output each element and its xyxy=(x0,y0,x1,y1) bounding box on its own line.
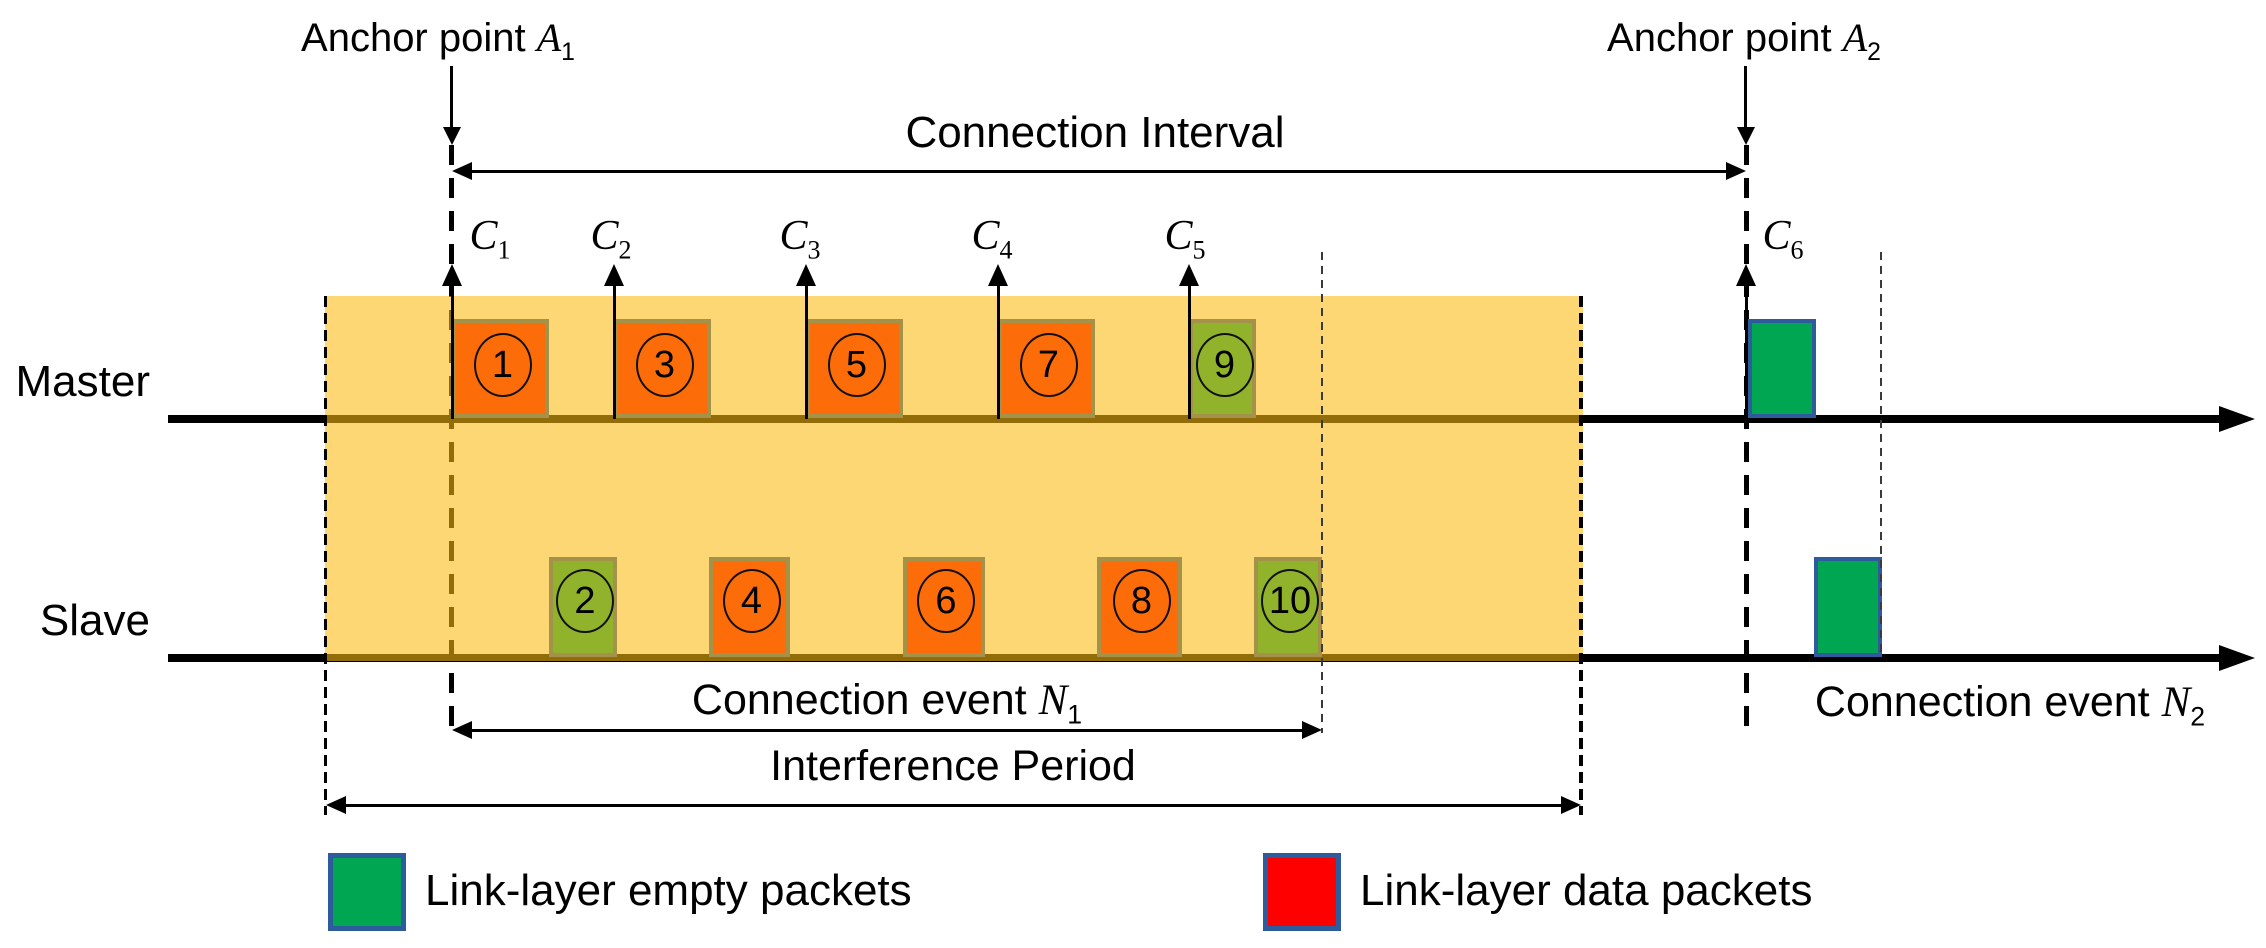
anchor-point-1-label: Anchor point A1 xyxy=(301,15,575,66)
connection-event-1-left-arrowhead xyxy=(452,721,472,739)
connection-event-2-var: N xyxy=(2161,679,2191,726)
c5-label: C5 xyxy=(1164,213,1206,265)
c5-arrow-line xyxy=(1188,284,1191,419)
interference-left-dotted-line xyxy=(324,296,327,815)
legend-data-packet-swatch xyxy=(1263,853,1341,931)
packet-9-number: 9 xyxy=(1195,333,1254,397)
interference-period-arrow-line xyxy=(340,804,1567,807)
c5-arrowhead xyxy=(1179,264,1199,286)
c1-arrow-line xyxy=(451,284,454,419)
anchor-point-1-text: Anchor point xyxy=(301,16,526,60)
connection-event-1-right-arrowhead xyxy=(1302,721,1322,739)
c1-arrowhead xyxy=(442,264,462,286)
connection-event-1-text: Connection event xyxy=(691,676,1027,724)
c4-label: C4 xyxy=(971,213,1013,265)
connection-event-1-label: Connection event N1 xyxy=(691,676,1083,730)
connection-interval-right-arrowhead xyxy=(1726,162,1746,180)
c4-arrowhead xyxy=(988,264,1008,286)
anchor1-down-arrowhead xyxy=(443,127,461,145)
packet-7-number: 7 xyxy=(1019,333,1078,397)
master-timeline-arrowhead xyxy=(2219,406,2255,432)
master-row-label: Master xyxy=(15,357,150,406)
packet-1-number: 1 xyxy=(473,333,532,397)
anchor2-down-arrowhead xyxy=(1737,127,1755,145)
connection-event-2-label: Connection event N2 xyxy=(1814,678,2206,732)
packet-6-number: 6 xyxy=(917,569,975,633)
c3-arrowhead xyxy=(796,264,816,286)
anchor-point-1-var: A xyxy=(536,15,562,60)
c1-label: C1 xyxy=(469,213,511,265)
anchor-point-2-label: Anchor point A2 xyxy=(1607,15,1881,66)
interference-period-label: Interference Period xyxy=(770,742,1136,790)
event2-end-dashed-line xyxy=(1880,252,1882,658)
c6-arrowhead xyxy=(1736,264,1756,286)
slave-timeline-arrowhead xyxy=(2219,645,2255,671)
connection-event-1-arrow-line xyxy=(466,729,1308,732)
legend-empty-packet-label: Link-layer empty packets xyxy=(425,866,912,915)
interference-period-left-arrowhead xyxy=(326,796,346,814)
c3-label: C3 xyxy=(779,213,821,265)
c4-arrow-line xyxy=(997,284,1000,419)
event1-end-dashed-line xyxy=(1321,252,1323,733)
connection-interval-label: Connection Interval xyxy=(905,108,1285,157)
anchor2-down-arrow-line xyxy=(1744,66,1747,128)
legend-empty-packet-swatch xyxy=(328,853,406,931)
connection-interval-arrow-line xyxy=(466,170,1732,173)
packet-10-number: 10 xyxy=(1261,569,1319,633)
packet-4-number: 4 xyxy=(722,569,781,633)
connection-event-1-var: N xyxy=(1038,677,1068,724)
slave-row-label: Slave xyxy=(39,596,150,645)
c2-arrowhead xyxy=(604,264,624,286)
c3-arrow-line xyxy=(805,284,808,419)
packet-3-number: 3 xyxy=(635,333,694,397)
packet-8-number: 8 xyxy=(1112,569,1171,633)
interference-period-right-arrowhead xyxy=(1561,796,1581,814)
anchor1-down-arrow-line xyxy=(450,66,453,128)
c6-label: C6 xyxy=(1762,213,1804,265)
c2-arrow-line xyxy=(613,284,616,419)
anchor2-dashed-line xyxy=(1744,145,1749,733)
interference-right-dashed-line xyxy=(1579,296,1583,815)
connection-interval-left-arrowhead xyxy=(452,162,472,180)
packet-slave-right-rect xyxy=(1814,557,1882,657)
anchor-point-2-var: A xyxy=(1842,15,1868,60)
anchor-point-2-text: Anchor point xyxy=(1607,16,1832,60)
c2-label: C2 xyxy=(590,213,632,265)
c6-arrow-line xyxy=(1745,284,1748,419)
legend-data-packet-label: Link-layer data packets xyxy=(1360,866,1813,915)
connection-event-2-text: Connection event xyxy=(1814,678,2150,726)
packet-master-right-rect xyxy=(1748,319,1816,418)
packet-5-number: 5 xyxy=(827,333,886,397)
packet-2-number: 2 xyxy=(556,569,614,633)
